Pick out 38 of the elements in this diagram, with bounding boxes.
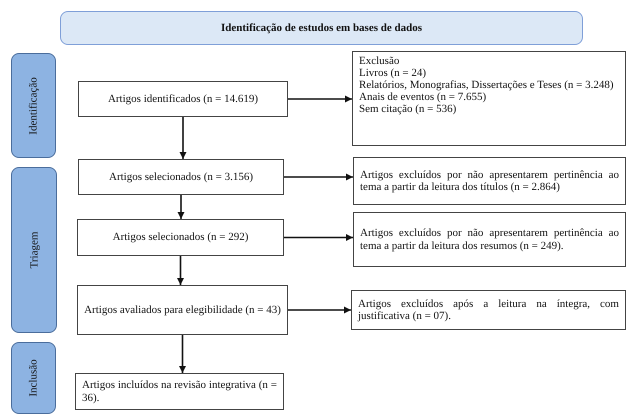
phase-band [11, 53, 56, 158]
box-text: Artigos identificados (n = 14.619) [106, 92, 260, 106]
box-text: Artigos excluídos após a leitura na íntegra, com justificativa (n = 07). [358, 298, 619, 322]
box-text: Artigos excluídos por não apresentarem pertinência ao tema a partir da leitura dos títulos (n = 2.864) [360, 168, 619, 194]
arrow [179, 335, 186, 373]
box-text: Artigos selecionados (n = 3.156) [108, 170, 254, 184]
process-box [353, 212, 626, 267]
box-text: Artigos avaliados para elegibilidade (n = 43) [84, 304, 281, 316]
phase-band [11, 342, 56, 414]
box-text: Artigos incluídos na revisão integrativa (n = 36). [82, 379, 277, 404]
phase-band [11, 167, 57, 333]
box-text: Anais de eventos (n = 7.655) [359, 91, 488, 104]
box-heading: Exclusão [359, 55, 400, 68]
box-text: Sem citação (n = 536) [359, 103, 458, 116]
arrow [288, 306, 351, 314]
process-box [78, 81, 288, 117]
arrow [178, 195, 184, 219]
arrow [180, 117, 186, 159]
box-text: Relatórios, Monografias, Dissertações e Teses (n = 3.248) [359, 79, 615, 92]
process-box [351, 290, 626, 330]
process-box [352, 51, 626, 146]
phase-label: Triagem [28, 232, 40, 268]
phase-label: Identificação [28, 76, 40, 134]
process-box [353, 157, 626, 205]
box-text: Livros (n = 24) [359, 67, 427, 80]
process-box [77, 285, 288, 335]
process-box [77, 219, 284, 256]
phase-label: Inclusão [28, 359, 40, 397]
process-box [75, 373, 284, 410]
process-box [78, 159, 284, 195]
arrow [284, 234, 353, 241]
arrow [288, 96, 352, 102]
arrow [177, 256, 184, 285]
title-banner [60, 11, 583, 45]
box-text: Artigos selecionados (n = 292) [112, 231, 250, 244]
title-text: Identificação de estudos em bases de dados [220, 22, 422, 34]
box-text: Artigos excluídos por não apresentarem pertinência ao tema a partir da leitura dos resumos (n = 249). [360, 227, 619, 252]
arrow [284, 174, 353, 180]
